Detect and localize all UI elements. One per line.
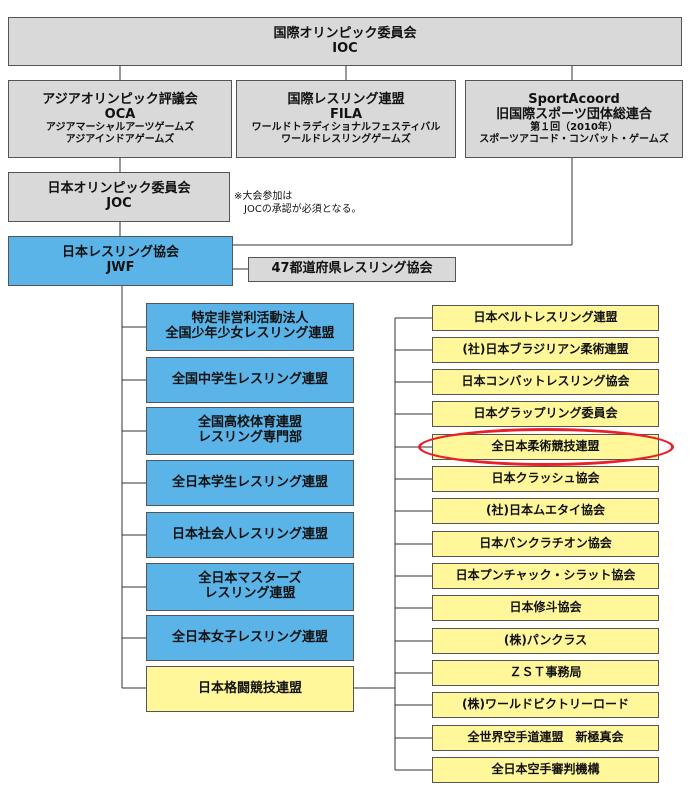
joc-box: 日本オリンピック委員会 JOC — [8, 172, 230, 222]
yellow-org-6: (社)日本ムエタイ協会 — [432, 498, 659, 524]
fila-name: 国際レスリング連盟 — [287, 91, 405, 107]
yellow-org-7-label: 日本パンクラチオン協会 — [479, 536, 612, 551]
sportaccord-sub: 旧国際スポーツ団体総連合 — [496, 106, 652, 122]
yellow-org-8-label: 日本プンチャック・シラット協会 — [455, 568, 636, 583]
blue-org-2-line-1: 全国高校体育連盟 — [197, 415, 302, 431]
sportaccord-games-2: スポーツアコード・コンバット・ゲームズ — [479, 133, 669, 145]
blue-org-2-line-2: レスリング専門部 — [197, 430, 302, 445]
joc-name: 日本オリンピック委員会 — [47, 181, 191, 197]
yellow-org-1: (社)日本ブラジリアン柔術連盟 — [432, 337, 659, 363]
blue-org-2: 全国高校体育連盟 レスリング専門部 — [146, 407, 354, 455]
blue-org-3: 全日本学生レスリング連盟 — [146, 460, 354, 506]
yellow-org-12: (株)ワールドビクトリーロード — [432, 692, 659, 718]
yellow-org-9: 日本修斗協会 — [432, 595, 659, 621]
jwf-box: 日本レスリング協会 JWF — [8, 236, 233, 286]
yellow-org-1-label: (社)日本ブラジリアン柔術連盟 — [462, 342, 629, 357]
yellow-org-2: 日本コンバットレスリング協会 — [432, 369, 659, 395]
oca-games-2: アジアインドアゲームズ — [65, 133, 175, 145]
yellow-org-9-label: 日本修斗協会 — [509, 600, 582, 615]
yellow-org-12-label: (株)ワールドビクトリーロード — [462, 697, 629, 712]
yellow-org-11-label: ＺＳＴ事務局 — [509, 665, 582, 680]
yellow-org-14: 全日本空手審判機構 — [432, 757, 659, 783]
sportaccord-games-1: 第１回（2010年） — [530, 122, 618, 134]
yellow-org-5-label: 日本クラッシュ協会 — [491, 471, 600, 486]
yellow-org-10-label: (株)パンクラス — [503, 633, 588, 648]
blue-org-6-line-1: 全日本女子レスリング連盟 — [171, 629, 328, 645]
fila-games-2: ワールドレスリングゲームズ — [281, 133, 411, 145]
yellow-org-13: 全世界空手道連盟 新極真会 — [432, 725, 659, 751]
yellow-org-0: 日本ベルトレスリング連盟 — [432, 305, 659, 331]
fila-box: 国際レスリング連盟 FILA ワールドトラディショナルフェスティバル ワールドレ… — [236, 80, 456, 158]
yellow-org-7: 日本パンクラチオン協会 — [432, 531, 659, 557]
yellow-org-3-label: 日本グラップリング委員会 — [473, 406, 618, 421]
prefectural-associations-label: 47都道府県レスリング協会 — [271, 261, 433, 277]
prefectural-associations-box: 47都道府県レスリング協会 — [248, 257, 456, 282]
oca-abbr: OCA — [104, 106, 136, 122]
blue-org-1-line-1: 全国中学生レスリング連盟 — [171, 371, 328, 387]
yellow-org-6-label: (社)日本ムエタイ協会 — [486, 503, 605, 518]
yellow-org-10: (株)パンクラス — [432, 628, 659, 654]
blue-org-4: 日本社会人レスリング連盟 — [146, 512, 354, 558]
oca-box: アジアオリンピック評議会 OCA アジアマーシャルアーツゲームズ アジアインドア… — [8, 80, 232, 158]
jwf-name: 日本レスリング協会 — [61, 245, 179, 261]
ioc-abbr: IOC — [332, 40, 358, 56]
blue-org-5-line-2: レスリング連盟 — [204, 586, 296, 601]
yellow-org-3: 日本グラップリング委員会 — [432, 401, 659, 427]
ioc-box: 国際オリンピック委員会 IOC — [8, 17, 682, 66]
oca-games-1: アジアマーシャルアーツゲームズ — [45, 122, 195, 134]
jwf-abbr: JWF — [106, 260, 135, 275]
yellow-org-5: 日本クラッシュ協会 — [432, 466, 659, 492]
yellow-org-8: 日本プンチャック・シラット協会 — [432, 563, 659, 589]
yellow-org-11: ＺＳＴ事務局 — [432, 660, 659, 686]
sportaccord-name: SportAcoord — [528, 91, 620, 107]
fighting-federation-label: 日本格闘競技連盟 — [197, 680, 302, 696]
joc-note: ※大会参加は JOCの承認が必須となる。 — [234, 190, 362, 216]
blue-org-5-line-1: 全日本マスターズ — [198, 571, 302, 587]
blue-org-5: 全日本マスターズ レスリング連盟 — [146, 563, 354, 611]
yellow-org-13-label: 全世界空手道連盟 新極真会 — [467, 730, 624, 745]
fila-abbr: FILA — [329, 106, 363, 122]
blue-org-0-line-2: 全国少年少女レスリング連盟 — [165, 326, 335, 341]
sportaccord-box: SportAcoord 旧国際スポーツ団体総連合 第１回（2010年） スポーツ… — [465, 80, 683, 158]
fila-games-1: ワールドトラディショナルフェスティバル — [251, 122, 441, 134]
blue-org-0: 特定非営利活動法人 全国少年少女レスリング連盟 — [146, 303, 354, 351]
blue-org-4-line-1: 日本社会人レスリング連盟 — [171, 526, 328, 542]
blue-org-3-line-1: 全日本学生レスリング連盟 — [171, 474, 328, 490]
blue-org-6: 全日本女子レスリング連盟 — [146, 615, 354, 661]
yellow-org-2-label: 日本コンバットレスリング協会 — [461, 374, 630, 389]
fighting-federation-box: 日本格闘競技連盟 — [146, 666, 354, 712]
yellow-org-14-label: 全日本空手審判機構 — [491, 762, 600, 777]
joc-note-line-2: JOCの承認が必須となる。 — [244, 204, 362, 215]
ioc-name: 国際オリンピック委員会 — [273, 25, 417, 41]
yellow-org-0-label: 日本ベルトレスリング連盟 — [473, 310, 618, 325]
highlight-ellipse — [418, 428, 674, 466]
blue-org-0-line-1: 特定非営利活動法人 — [191, 311, 309, 327]
joc-abbr: JOC — [106, 196, 132, 211]
joc-note-line-1: ※大会参加は — [234, 191, 293, 202]
oca-name: アジアオリンピック評議会 — [42, 91, 198, 107]
blue-org-1: 全国中学生レスリング連盟 — [146, 357, 354, 403]
